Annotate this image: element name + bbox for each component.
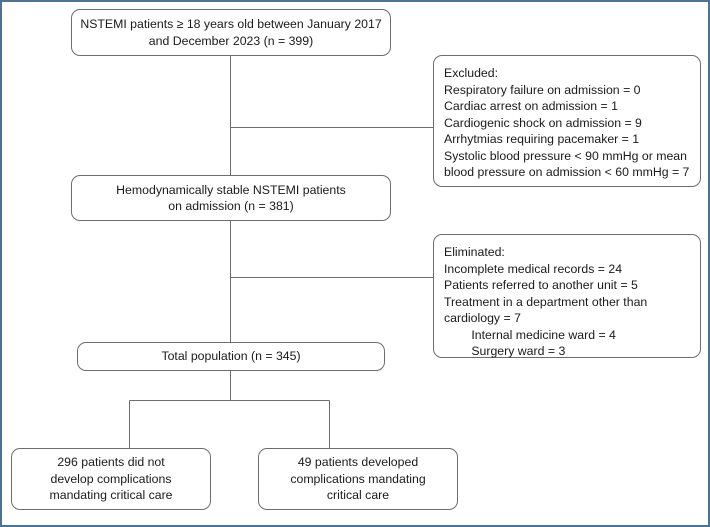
- node-eliminated-criteria: Eliminated: Incomplete medical records =…: [433, 234, 701, 358]
- node-eliminated-criteria-label: Eliminated: Incomplete medical records =…: [444, 245, 648, 358]
- node-no-complications-outcome: 296 patients did not develop complicatio…: [11, 448, 211, 510]
- node-complications-outcome-label: 49 patients developed complications mand…: [290, 455, 426, 503]
- node-source-population: NSTEMI patients ≥ 18 years old between J…: [71, 9, 391, 56]
- node-hemodynamically-stable-label: Hemodynamically stable NSTEMI patients o…: [116, 182, 346, 214]
- node-source-population-label: NSTEMI patients ≥ 18 years old between J…: [80, 17, 382, 48]
- node-total-population: Total population (n = 345): [77, 342, 385, 371]
- node-hemodynamically-stable: Hemodynamically stable NSTEMI patients o…: [71, 175, 391, 221]
- node-complications-outcome: 49 patients developed complications mand…: [258, 448, 458, 510]
- node-excluded-criteria-label: Excluded: Respiratory failure on admissi…: [444, 66, 690, 179]
- node-excluded-criteria: Excluded: Respiratory failure on admissi…: [433, 55, 701, 187]
- node-total-population-label: Total population (n = 345): [161, 349, 301, 364]
- node-no-complications-outcome-label: 296 patients did not develop complicatio…: [49, 455, 173, 503]
